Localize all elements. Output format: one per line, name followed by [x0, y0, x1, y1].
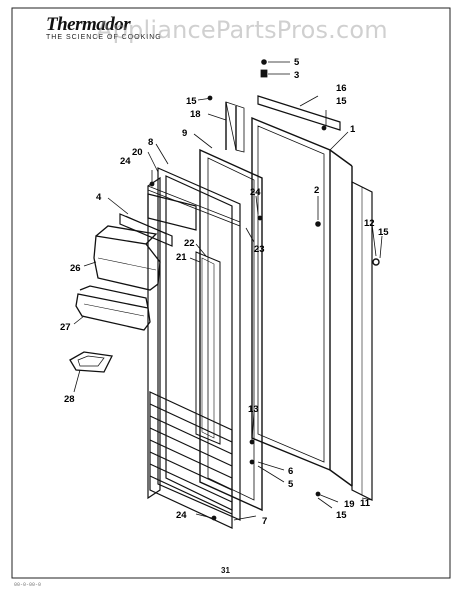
callout-labels: 5 3 16 15 15 18 1 9 8 20 24 2 24 4 12 15…: [60, 57, 389, 527]
callout-23: 23: [254, 244, 265, 255]
brand-logo: Thermador: [46, 14, 131, 35]
door-bin: [75, 285, 151, 331]
dairy-compartment: [93, 225, 161, 291]
callout-28: 28: [64, 394, 75, 405]
brand-tagline: THE SCIENCE OF COOKING: [46, 34, 162, 41]
callout-5b: 5: [288, 479, 294, 490]
callout-12: 12: [364, 218, 375, 229]
callout-4: 4: [96, 192, 102, 203]
hinge-rail: [351, 181, 373, 501]
callout-22: 22: [184, 238, 195, 249]
callout-9: 9: [182, 128, 187, 139]
callout-15c: 15: [378, 227, 389, 238]
callout-24b: 24: [250, 187, 261, 198]
watermark: AppliancePartsPros.com: [96, 16, 388, 44]
bottom-louver-panel: [149, 391, 233, 529]
outer-door-panel: [251, 116, 353, 487]
callout-7: 7: [262, 516, 267, 527]
callout-26: 26: [70, 263, 81, 274]
callout-8: 8: [148, 137, 153, 148]
callout-6: 6: [288, 466, 293, 477]
callout-19: 19: [344, 499, 355, 510]
callout-20: 20: [132, 147, 143, 158]
callout-1: 1: [350, 124, 356, 135]
callout-18: 18: [190, 109, 201, 120]
top-shelf-bracket: [119, 193, 197, 247]
callout-5a: 5: [294, 57, 300, 68]
callout-15b: 15: [186, 96, 197, 107]
callout-15d: 15: [336, 510, 347, 521]
page-number: 31: [221, 566, 230, 575]
diagram-frame: [11, 7, 451, 579]
egg-tray: [69, 351, 113, 373]
callout-24c: 24: [176, 510, 187, 521]
callout-3: 3: [294, 70, 299, 81]
footer-code: 00-0-00-0: [14, 582, 42, 588]
inner-liner-frame: [199, 101, 263, 512]
callout-27: 27: [60, 322, 71, 333]
callout-2: 2: [314, 185, 319, 196]
callout-11: 11: [360, 498, 371, 509]
callout-16: 16: [336, 83, 347, 94]
callout-13: 13: [248, 404, 259, 415]
top-trim: [257, 95, 341, 131]
callout-15a: 15: [336, 96, 347, 107]
callout-21: 21: [176, 252, 187, 263]
callout-24a: 24: [120, 156, 131, 167]
leader-lines: [73, 61, 383, 521]
front-door-frame: [147, 176, 241, 500]
